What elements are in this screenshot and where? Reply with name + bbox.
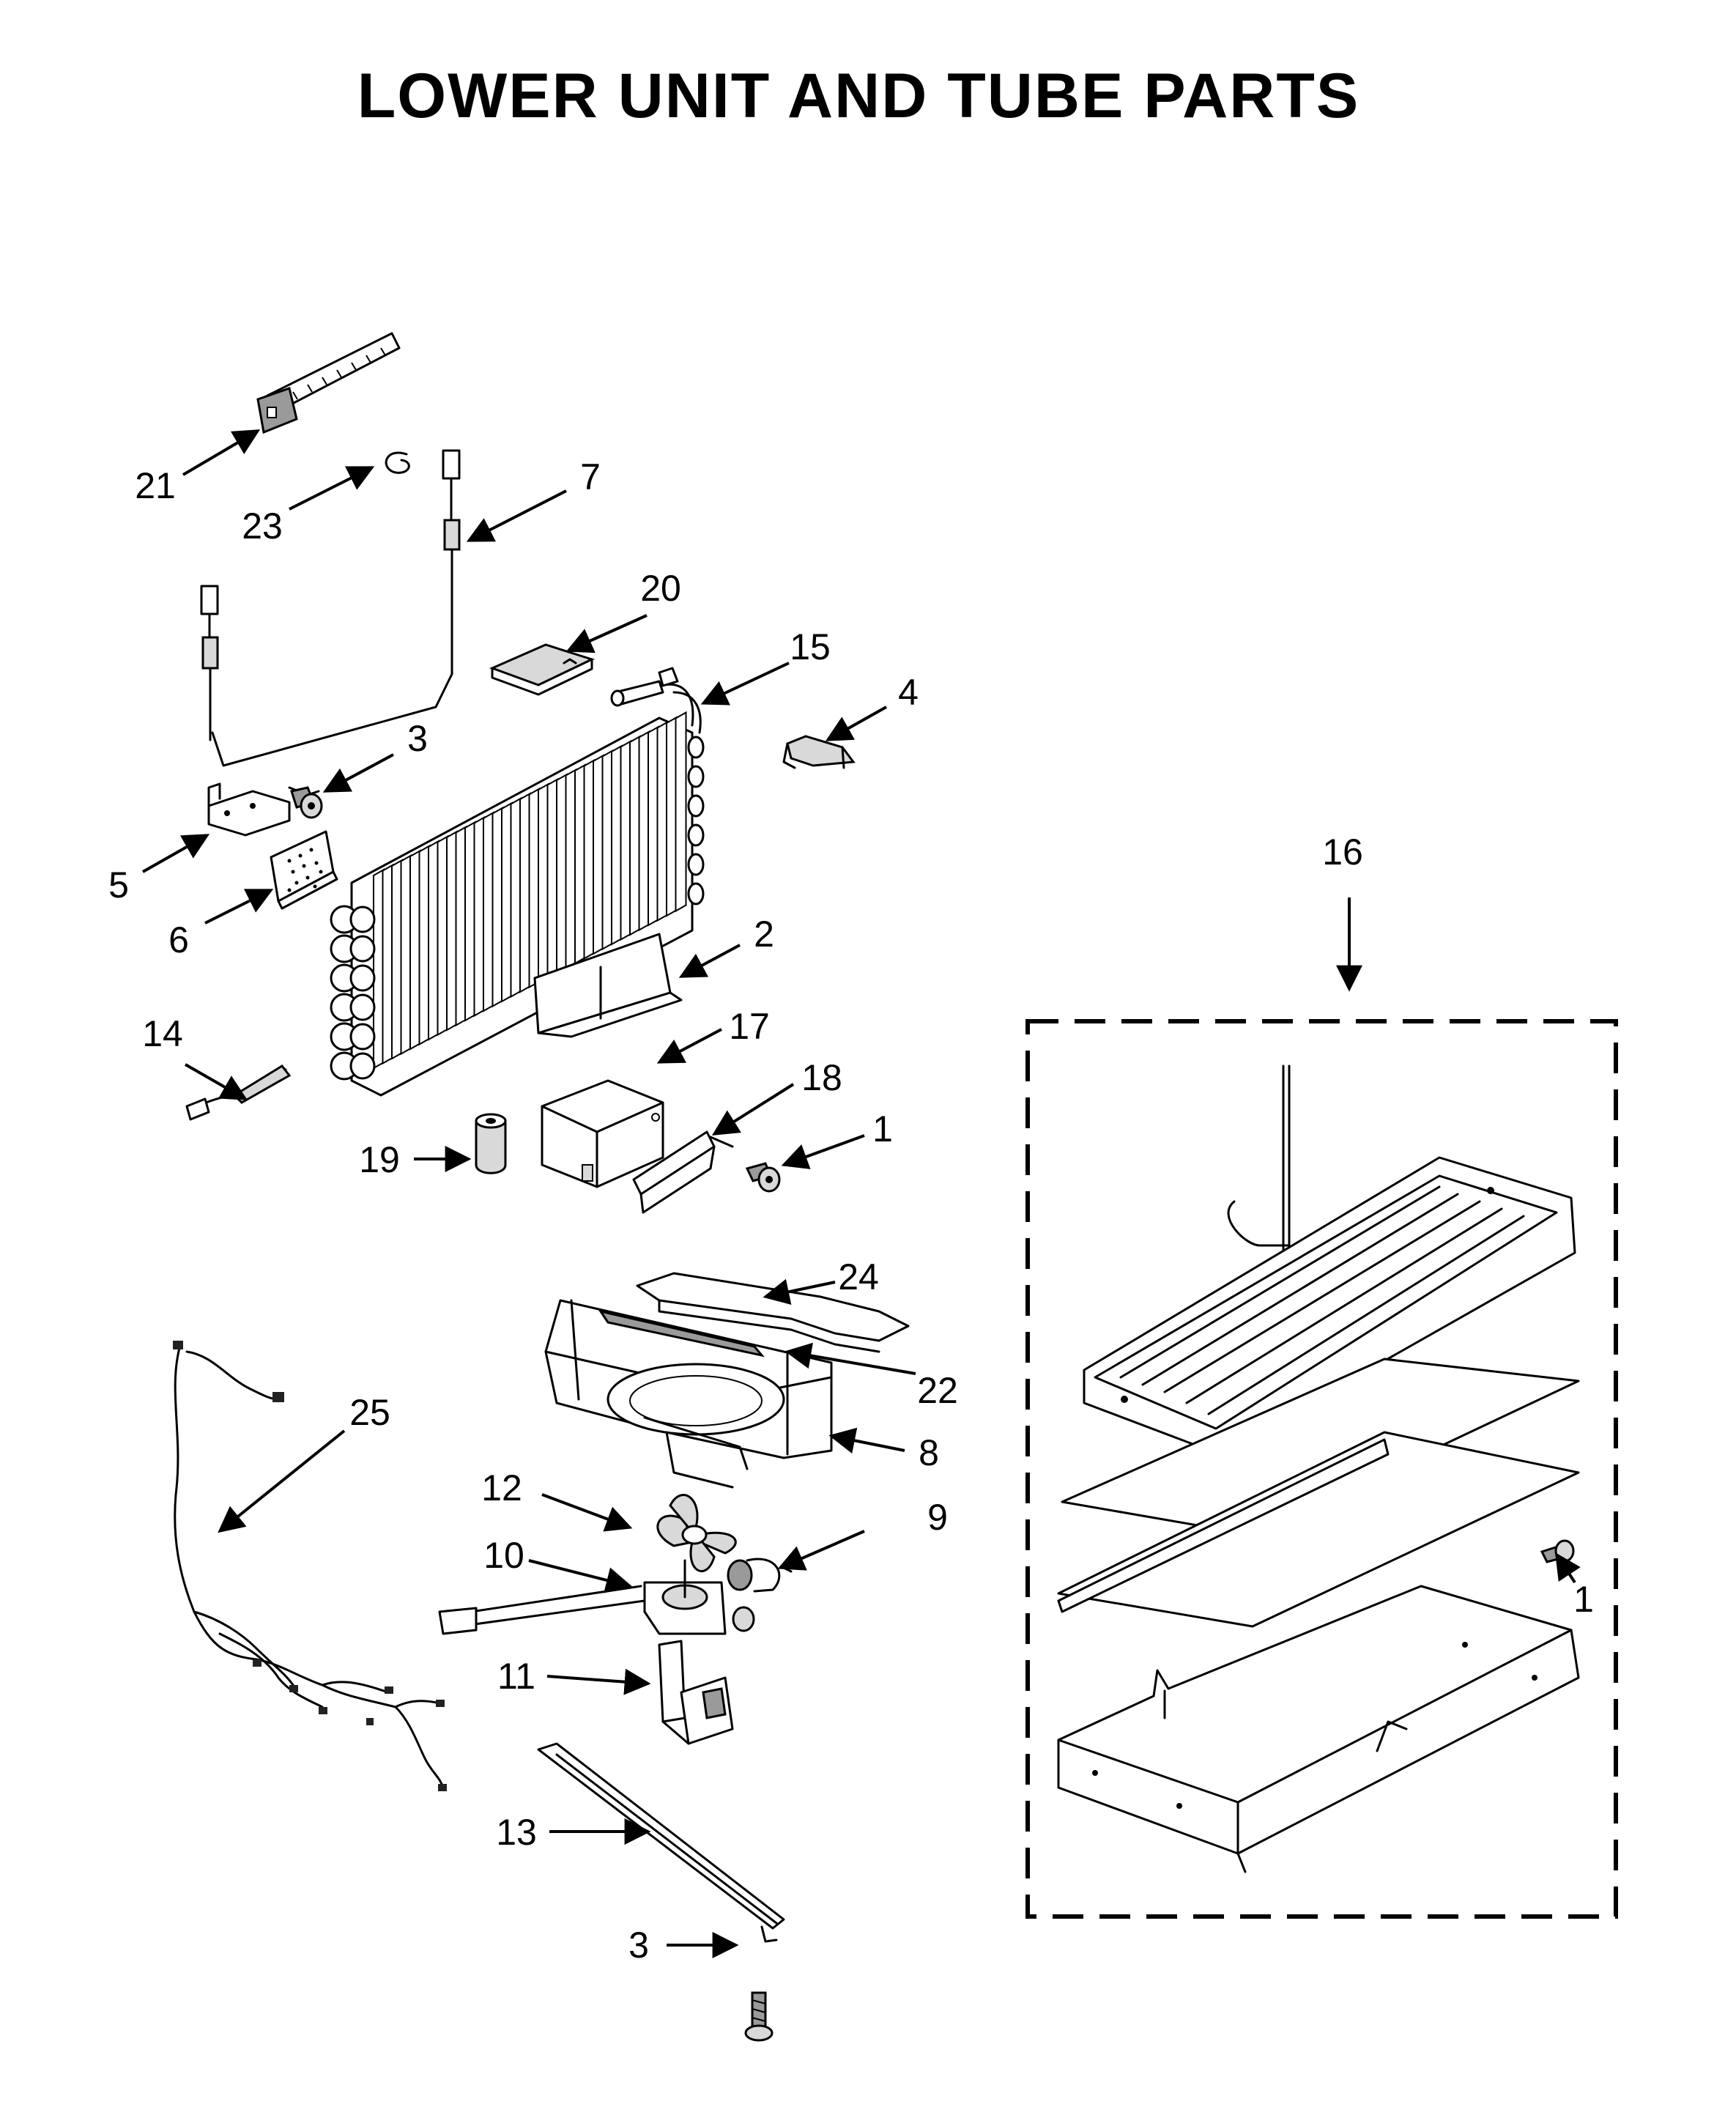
- callout-25: 25: [349, 1392, 390, 1433]
- callout-6: 6: [168, 919, 189, 960]
- part-bracket: [207, 782, 291, 837]
- callout-12: 12: [481, 1467, 522, 1508]
- part-rail: [537, 1742, 785, 1943]
- diagram-title: LOWER UNIT AND TUBE PARTS: [357, 61, 1360, 131]
- part-fan-blade: [656, 1494, 737, 1573]
- part-thermostat: [727, 1558, 793, 1632]
- part-screw-bottom: [744, 1991, 774, 2042]
- callout-18: 18: [801, 1057, 842, 1098]
- callout-4: 4: [898, 672, 919, 713]
- part-screw-top: [288, 786, 323, 819]
- callout-9: 9: [927, 1497, 948, 1538]
- callout-arrows: [142, 429, 1581, 1958]
- callout-17: 17: [729, 1006, 770, 1047]
- callout-10: 10: [483, 1535, 524, 1576]
- part-motor-bracket: [658, 1640, 734, 1745]
- callout-1-right: 1: [1573, 1579, 1594, 1620]
- callout-13: 13: [496, 1812, 537, 1853]
- callout-22: 22: [917, 1370, 958, 1411]
- callout-20: 20: [640, 568, 681, 609]
- callout-21: 21: [135, 465, 176, 506]
- callout-3-bottom: 3: [628, 1925, 649, 1966]
- part-plate: [632, 1130, 734, 1214]
- callout-8: 8: [919, 1432, 939, 1473]
- callout-14: 14: [142, 1013, 183, 1054]
- callout-11: 11: [497, 1656, 535, 1697]
- part-baffle: [533, 933, 683, 1038]
- part-cover-box: [541, 1079, 664, 1188]
- callout-5: 5: [108, 864, 129, 906]
- callout-3-top: 3: [407, 718, 428, 759]
- callout-2: 2: [754, 914, 774, 955]
- part-fan-shroud: [544, 1299, 833, 1489]
- part-wire-harness-short: [200, 449, 461, 767]
- assembly-16-outline: [1025, 1019, 1618, 1919]
- part-clip-bracket: [782, 735, 856, 769]
- callout-15: 15: [790, 626, 831, 667]
- callout-16: 16: [1322, 832, 1363, 873]
- part-condenser-coil: [330, 667, 705, 1097]
- part-seal: [636, 1272, 910, 1353]
- callout-24: 24: [838, 1256, 879, 1297]
- part-fan-motor: [438, 1559, 727, 1635]
- callout-23: 23: [242, 506, 283, 547]
- part-wiring-harness: [173, 1341, 447, 1791]
- part-control-board: [270, 830, 338, 910]
- part-cable-tie: [256, 332, 401, 434]
- callout-19: 19: [359, 1139, 400, 1180]
- callout-1-top: 1: [872, 1108, 893, 1149]
- part-pad: [489, 643, 596, 696]
- callout-7: 7: [580, 456, 601, 497]
- part-clip: [385, 451, 410, 474]
- part-screw-small: [745, 1162, 781, 1193]
- part-capacitor: [475, 1113, 507, 1174]
- callout-labels: 21 23 7 20 15 4 3 5 6 2 14 17 18 1 19 16…: [108, 456, 1594, 1966]
- part-drain-pan-assembly: [1057, 1064, 1580, 1873]
